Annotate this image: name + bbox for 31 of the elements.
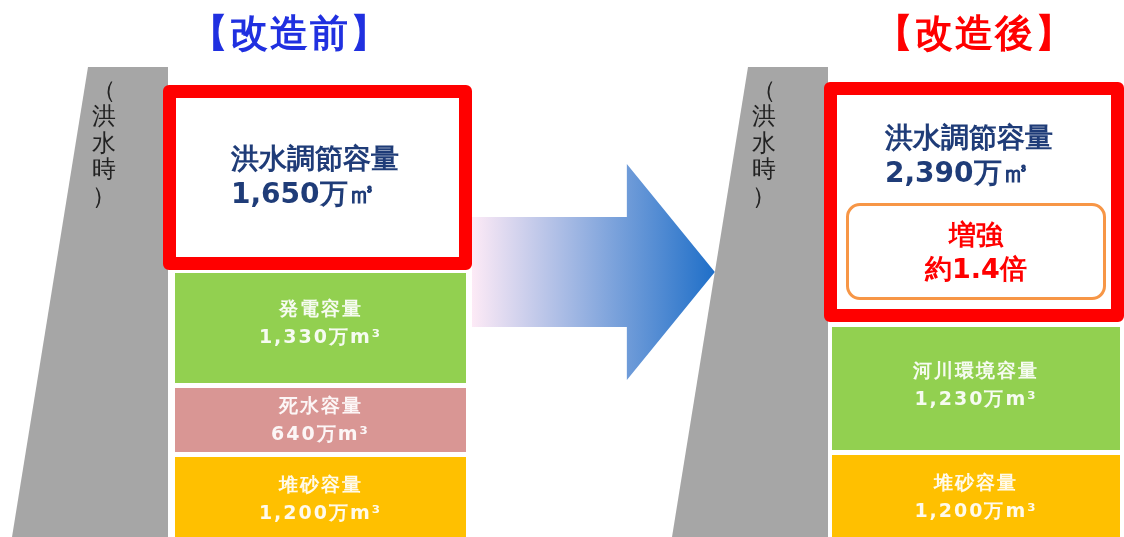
capacity-value: 2,390万㎥	[885, 155, 1030, 190]
capacity-value: 1,230万m³	[914, 385, 1038, 411]
block-arrow	[472, 164, 715, 380]
ratio-text: 約1.4倍	[925, 251, 1027, 286]
vertical-label: （洪水時）	[752, 77, 776, 209]
capacity-block	[175, 388, 466, 452]
capacity-name: 死水容量	[278, 393, 363, 418]
capacity-block	[175, 273, 466, 383]
capacity-name: 洪水調節容量	[885, 120, 1053, 155]
capacity-block	[832, 327, 1120, 450]
dam-shape	[12, 67, 168, 537]
highlight-box	[824, 82, 1124, 322]
capacity-value: 640万m³	[271, 420, 370, 446]
panel-heading: 【改造前】	[190, 10, 390, 57]
capacity-name: 発電容量	[278, 296, 363, 321]
capacity-value: 1,330万m³	[258, 323, 383, 349]
dam-shape	[672, 67, 828, 537]
capacity-name: 堆砂容量	[934, 470, 1018, 495]
capacity-value: 1,200万m³	[258, 499, 383, 525]
capacity-value: 1,650万㎥	[231, 176, 376, 211]
vertical-label: （洪水時）	[92, 77, 116, 209]
capacity-name: 河川環境容量	[913, 358, 1039, 383]
panel-heading: 【改造後】	[875, 10, 1075, 57]
capacity-name: 堆砂容量	[278, 472, 363, 497]
callout-title: 増強	[949, 217, 1003, 252]
callout-box	[846, 203, 1106, 300]
capacity-block	[832, 455, 1120, 537]
capacity-value: 1,200万m³	[914, 497, 1038, 523]
capacity-block	[175, 457, 466, 537]
capacity-name: 洪水調節容量	[231, 141, 399, 176]
highlight-box	[163, 85, 472, 270]
